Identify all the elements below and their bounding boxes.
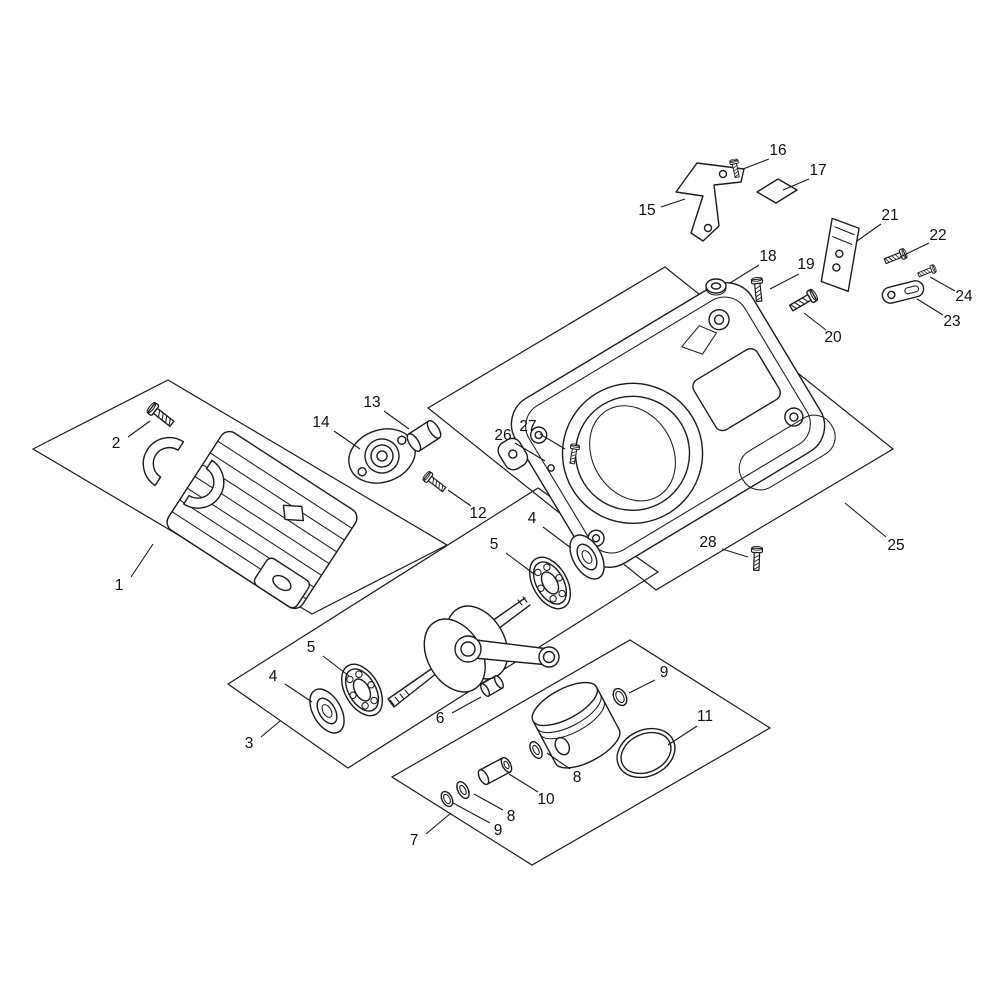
callout-label-22: 22: [929, 227, 946, 244]
callout-leader-1: [130, 543, 154, 578]
callout-leader-19: [769, 273, 800, 290]
callout-label-15: 15: [638, 202, 655, 219]
clamp-drawing: [881, 280, 925, 304]
callout-leader-12: [447, 489, 472, 507]
callout-label-18: 18: [759, 248, 776, 265]
callout-label-9: 9: [660, 664, 669, 681]
piston-ring-drawing: [616, 727, 676, 779]
callout-leader-27: [539, 433, 566, 450]
callout-label-17: 17: [809, 162, 826, 179]
callout-label-8: 8: [573, 769, 582, 786]
callout-label-21: 21: [881, 207, 898, 224]
oil-seal-upper-drawing: [569, 534, 605, 580]
callout-leader-21: [856, 223, 882, 242]
ball-bearing-upper-drawing: [528, 556, 572, 610]
callout-leader-16: [742, 158, 770, 170]
callout-leader-6: [451, 696, 482, 714]
callout-label-6: 6: [436, 710, 445, 727]
callout-leader-10: [508, 773, 539, 793]
callout-label-10: 10: [537, 791, 555, 808]
callout-leader-9: [628, 679, 656, 694]
circlip-right-drawing: [612, 687, 628, 707]
callout-label-20: 20: [824, 329, 842, 346]
circlip-left-drawing: [440, 790, 454, 808]
piston-pin-drawing: [477, 756, 513, 786]
screw-24-drawing: [916, 263, 938, 280]
callout-leader-22: [899, 242, 930, 258]
callout-leader-11: [667, 725, 698, 746]
callout-label-16: 16: [769, 142, 786, 159]
bolt-2-drawing: [144, 400, 177, 430]
grommet-drawing: [705, 278, 727, 296]
callout-leader-5: [505, 552, 535, 575]
callout-leader-25: [844, 502, 887, 538]
callout-leader-18: [729, 264, 760, 284]
bolt-28-drawing: [750, 545, 764, 572]
crankshaft-drawing: [387, 596, 560, 708]
callout-leader-15: [660, 198, 686, 208]
callout-leader-8: [546, 752, 571, 770]
callout-leader-8: [473, 793, 504, 811]
callout-label-23: 23: [943, 313, 960, 330]
callout-label-12: 12: [469, 505, 486, 522]
callout-leader-14: [333, 430, 361, 450]
assembly-box-crankshaft: [226, 487, 660, 769]
callout-leader-2: [127, 420, 151, 438]
washer-left-drawing: [456, 781, 470, 799]
callout-label-14: 14: [312, 414, 330, 431]
callout-leader-7: [425, 812, 452, 835]
plate-drawing: [820, 217, 860, 293]
intake-clamp-drawing: [142, 436, 225, 509]
callout-label-26: 26: [494, 427, 511, 444]
callout-leader-26: [514, 442, 546, 462]
callout-label-9: 9: [494, 822, 503, 839]
callout-label-5: 5: [490, 536, 499, 553]
callout-leader-9: [452, 802, 491, 824]
callout-leader-4: [284, 683, 313, 703]
callout-label-4: 4: [528, 510, 537, 527]
callout-label-28: 28: [699, 534, 716, 551]
washer-right-drawing: [529, 741, 543, 759]
callout-label-2: 2: [112, 435, 121, 452]
bracket-drawing: [675, 162, 745, 242]
collar-13-drawing: [406, 420, 442, 452]
crankcase-drawing: [497, 282, 836, 568]
oil-seal-lower-drawing: [309, 688, 345, 734]
callout-label-8: 8: [507, 808, 516, 825]
callout-leader-4: [542, 526, 572, 549]
callout-leader-3: [260, 720, 281, 738]
cylinder-drawing: [166, 430, 358, 610]
callout-label-1: 1: [115, 577, 124, 594]
callout-label-3: 3: [245, 735, 254, 752]
callout-leader-17: [782, 178, 810, 191]
callout-leader-20: [803, 312, 827, 331]
bolt-12-drawing: [421, 469, 449, 495]
callout-label-5: 5: [307, 639, 316, 656]
washer-26-drawing: [547, 464, 555, 472]
piston-drawing: [531, 681, 621, 769]
callout-leader-23: [916, 298, 944, 316]
callout-label-24: 24: [955, 288, 973, 305]
flange-drawing: [348, 428, 416, 484]
spacer-6-drawing: [480, 675, 504, 697]
callout-label-4: 4: [269, 668, 278, 685]
callout-label-19: 19: [797, 256, 814, 273]
callout-label-11: 11: [697, 708, 713, 725]
callout-leader-13: [383, 410, 410, 430]
assembly-box-piston: [390, 639, 772, 866]
callout-label-27: 27: [519, 418, 536, 435]
callout-label-7: 7: [410, 832, 419, 849]
gasket-drawing: [756, 178, 798, 204]
ball-bearing-lower-drawing: [340, 663, 384, 717]
callout-leader-24: [929, 276, 956, 292]
screw-22-drawing: [882, 247, 909, 267]
callout-label-13: 13: [363, 394, 380, 411]
callout-label-25: 25: [887, 537, 904, 554]
bolt-20-drawing: [787, 287, 820, 315]
callout-leader-5: [322, 655, 350, 677]
callout-leader-28: [721, 548, 749, 558]
